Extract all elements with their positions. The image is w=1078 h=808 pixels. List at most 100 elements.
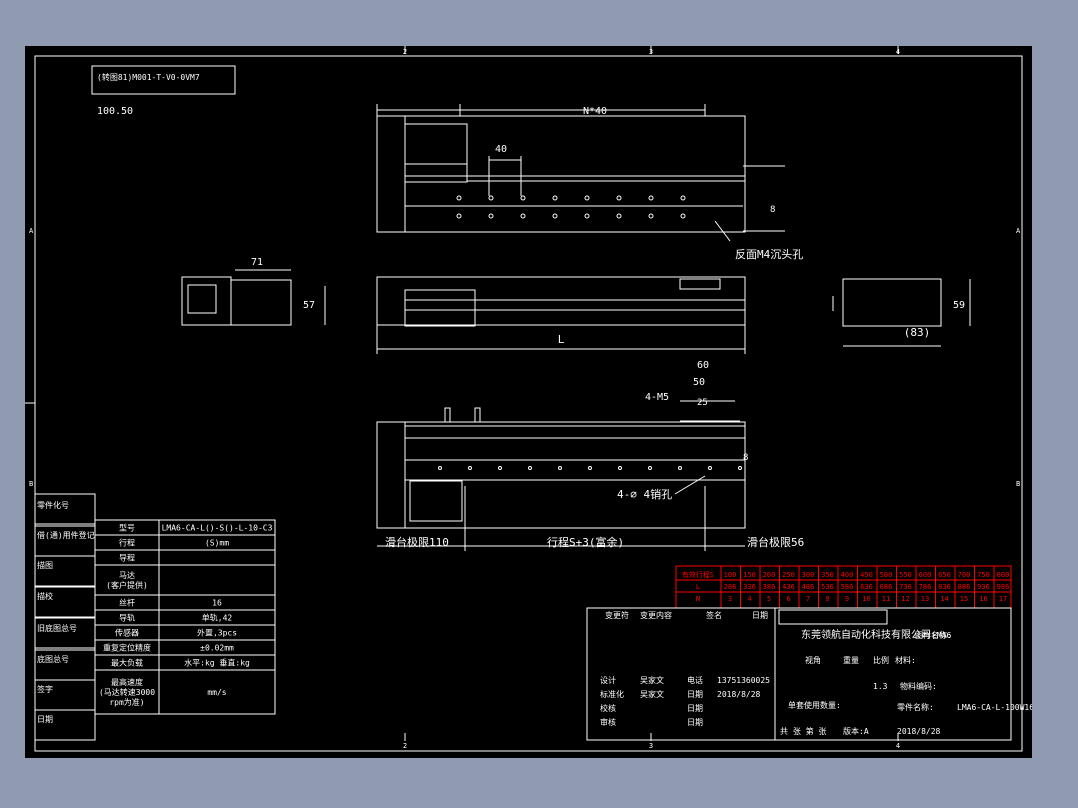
text-title_block.rows.0.1: 吴家文 (640, 675, 664, 685)
cad-circle-74 (678, 466, 682, 470)
cad-rect-45 (230, 279, 292, 326)
spec-val-5: 单轨,42 (202, 613, 233, 623)
text-title_block.rows.3.2: 日期 (687, 718, 703, 727)
cad-rect-61 (376, 421, 406, 529)
text-zones.right.0: A (1016, 227, 1021, 235)
cad-circle-22 (552, 195, 558, 201)
cad-circle-18 (488, 195, 494, 201)
cad-rect-85 (34, 493, 96, 525)
cad-line-81 (674, 475, 706, 495)
spec-5-0: 导轨 (119, 613, 135, 623)
spec-9-2: rpm为准) (109, 697, 144, 707)
text-title_block.part_label: 零件名称: (897, 702, 934, 712)
cad-circle-26 (616, 195, 622, 201)
text-dims.d12: 50 (693, 377, 705, 388)
text-stroke_table.cols.14: 800 (997, 571, 1010, 579)
cad-circle-21 (520, 213, 526, 219)
text-title_block.rows.2.2: 日期 (687, 704, 703, 713)
cad-rect-49 (404, 289, 476, 327)
cad-rect-89 (34, 617, 96, 649)
text-stroke_table.N.11: 14 (940, 595, 948, 603)
text-left_column.6: 签字 (37, 684, 53, 694)
text-stroke_table.N.7: 10 (862, 595, 870, 603)
text-title_block.weight_label: 重量 (843, 655, 859, 665)
text-left_column.5: 底图总号 (37, 654, 69, 664)
text-zones.top.0: 2 (403, 48, 407, 56)
text-zones.top.1: 3 (649, 48, 653, 56)
text-stroke_table.L.7: 636 (860, 583, 873, 591)
text-stroke_table.N.0: 3 (728, 595, 732, 603)
text-stroke_table.cols.10: 600 (919, 571, 932, 579)
st-h: 有效行程S (682, 570, 714, 579)
text-stroke_table.L.12: 886 (958, 583, 971, 591)
text-stroke_table.cols.7: 450 (860, 571, 873, 579)
spec-8-0: 最大负载 (111, 658, 143, 668)
text-title_block.label_name: 图样名称: (915, 630, 952, 640)
text-zones.bottom.1: 3 (649, 742, 653, 750)
text-zones.left.0: A (29, 227, 34, 235)
cad-circle-69 (528, 466, 532, 470)
cad-circle-76 (738, 466, 742, 470)
text-stroke_table.L.2: 386 (763, 583, 776, 591)
cad-circle-17 (456, 213, 462, 219)
text-title_block.rows.1.0: 标准化 (600, 689, 624, 699)
cad-rect-0 (34, 55, 1023, 752)
text-stroke_table.cols.13: 750 (977, 571, 990, 579)
cad-circle-67 (468, 466, 472, 470)
cad-rect-92 (34, 709, 96, 741)
spec-4-0: 丝杆 (119, 598, 135, 608)
spec-val-9: mm/s (207, 688, 226, 697)
cad-circle-16 (456, 195, 462, 201)
text-stroke_table.N.8: 11 (882, 595, 890, 603)
text-dims.d8: L (558, 333, 565, 346)
text-dims.d5: 反面M4沉头孔 (735, 248, 803, 261)
cad-rect-52 (679, 278, 721, 290)
text-dims.d17: 滑台极限110 (385, 535, 449, 549)
text-dims.d11: 60 (697, 360, 709, 371)
cad-rect-65 (409, 480, 463, 522)
text-stroke_table.L.4: 486 (802, 583, 815, 591)
cad-rect-99 (94, 564, 160, 596)
text-dims.d15: 8 (743, 453, 748, 463)
text-stroke_table.L.11: 836 (938, 583, 951, 591)
spec-val-7: ±0.02mm (200, 644, 234, 653)
cad-rect-133 (778, 609, 888, 625)
spec-3-1: (客户提供) (106, 580, 148, 590)
text-stroke_table.L.10: 786 (919, 583, 932, 591)
cad-circle-66 (438, 466, 442, 470)
text-dims.d13: 4-M5 (645, 392, 669, 403)
text-title_block.item_no_label: 物料编码: (900, 681, 937, 691)
text-title_block.rows.0.2: 电话 (687, 675, 703, 685)
text-dims.d14: 25 (697, 398, 708, 408)
cad-rect-100 (158, 564, 276, 596)
text-dims.d6: 71 (251, 257, 263, 268)
text-left_column.7: 日期 (37, 715, 53, 724)
text-stroke_table.N.10: 13 (921, 595, 929, 603)
text-dims.d4: 8 (770, 205, 775, 215)
cad-rect-43 (181, 276, 232, 326)
spec-7-0: 重复定位精度 (103, 643, 151, 653)
text-stroke_table.L.13: 936 (977, 583, 990, 591)
cad-rect-77 (444, 407, 451, 423)
text-title_block.used_on: 单套使用数量: (788, 700, 841, 710)
cad-rect-98 (158, 549, 276, 566)
text-dims.d3: 40 (495, 144, 507, 155)
text-stroke_table.N.4: 7 (806, 595, 810, 603)
text-title_block.rev_headers.2: 签名 (706, 610, 722, 620)
text-stroke_table.L.0: 286 (724, 583, 737, 591)
cad-circle-23 (552, 213, 558, 219)
text-title_block.rows.0.0: 设计 (600, 675, 616, 685)
text-stroke_table.L.5: 536 (821, 583, 834, 591)
cad-circle-20 (520, 195, 526, 201)
text-title_block.material_label: 材料: (895, 655, 916, 665)
spec-1-0: 行程 (119, 538, 135, 548)
cad-rect-132 (774, 607, 1012, 741)
cad-rect-11 (376, 115, 406, 233)
cad-circle-70 (558, 466, 562, 470)
spec-6-0: 传感器 (115, 628, 139, 638)
text-title_block.rows.1.1: 吴家文 (640, 689, 664, 699)
text-stroke_table.N.3: 6 (786, 595, 790, 603)
cad-circle-31 (680, 213, 686, 219)
text-title_block.version: 版本:A (843, 726, 869, 736)
